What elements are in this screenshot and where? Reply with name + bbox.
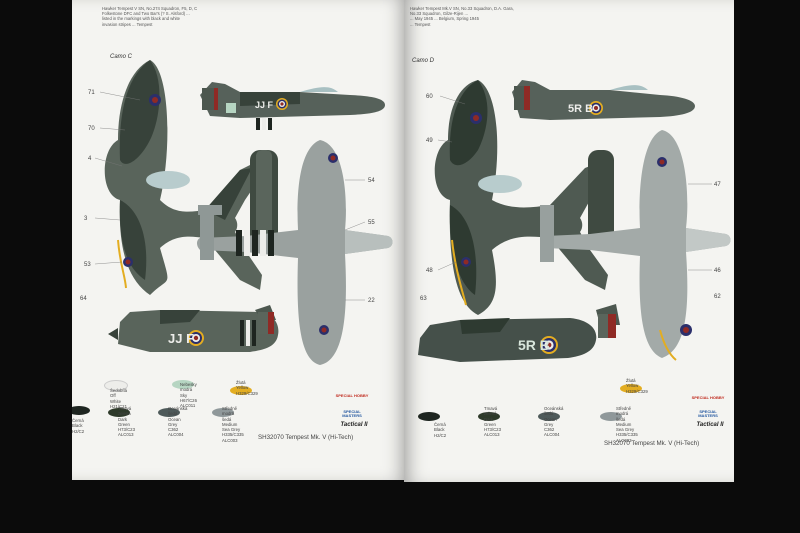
color-swatch (108, 408, 130, 417)
left-blurb: Hawker Tempest V SN, No.274 Squadron, F5… (102, 6, 198, 27)
callout-number: 54 (368, 178, 375, 184)
right-small-side-view-aircraft: 5R B (512, 80, 695, 120)
callout-number: 46 (714, 268, 721, 274)
right-bottom-view-aircraft (540, 130, 731, 361)
left-small-side-view-aircraft: JJ F (200, 82, 385, 130)
legend-label: Oceánská šedá Ocean Grey C362 ALC004 (544, 406, 564, 438)
legend-label: Černá Black H2/C2 (434, 422, 447, 438)
right-scheme-label: Camo D (412, 58, 435, 64)
callout-number: 48 (426, 268, 433, 274)
side-code-large: 5R B (518, 337, 550, 353)
right-large-side-view-aircraft: 5R B (418, 304, 620, 362)
legend-label: Tmavá zelená Dark Green H73/C23 ALC013 (118, 406, 135, 438)
callout-number: 4 (88, 156, 92, 162)
callout-number: 71 (88, 90, 95, 96)
legend-label: Středně modrá šedá Medium Sea Grey H335/… (222, 406, 244, 443)
callout-number: 63 (420, 296, 427, 302)
left-footer-title: SH32070 Tempest Mk. V (Hi-Tech) (258, 434, 354, 441)
callout-number: 47 (714, 182, 721, 188)
right-top-view-aircraft (434, 80, 614, 315)
callout-number: 3 (84, 216, 88, 222)
color-swatch (104, 380, 128, 391)
legend-label: Středně modrá šedá Medium Sea Grey H335/… (616, 406, 638, 443)
right-footer-title: SH32070 Tempest Mk. V (Hi-Tech) (604, 440, 700, 447)
special-hobby-logo: SPECIAL HOBBY (691, 395, 725, 400)
callout-number: 62 (714, 294, 721, 300)
callout-number: 60 (426, 94, 433, 100)
color-swatch (478, 412, 500, 421)
callout-numbers: 71 70 4 3 53 54 55 22 60 49 48 47 46 64 … (80, 90, 721, 304)
color-swatch (212, 408, 234, 417)
callout-number: 64 (80, 296, 87, 302)
callout-number: 70 (88, 126, 95, 132)
legend-label: Žlutá Yellow H329/C329 (626, 378, 648, 394)
callout-number: 55 (368, 220, 375, 226)
right-blurb: Hawker Tempest Mk.V SN, No.33 Squadron, … (410, 6, 514, 27)
special-hobby-logo: SPECIAL HOBBY (335, 393, 369, 398)
special-masters-logo: SPECIAL MASTERS (342, 409, 362, 419)
special-masters-logo: SPECIAL MASTERS (698, 409, 718, 419)
color-swatch (620, 384, 642, 393)
side-code-small: 5R B (568, 103, 593, 115)
callout-number: 22 (368, 298, 375, 304)
callout-number: 49 (426, 138, 433, 144)
color-swatch (538, 412, 560, 421)
color-swatch (158, 408, 180, 417)
legend-label: Černá Black H2/C2 (72, 418, 85, 434)
legend-label: Tmavá zelená Dark Green H73/C23 ALC013 (484, 406, 501, 438)
tactical-logo: Tactical II (696, 422, 724, 428)
color-swatch (600, 412, 622, 421)
left-bottom-view-aircraft (197, 140, 393, 365)
legend-label: Žlutá Yellow H329/C329 (236, 380, 258, 396)
callout-number: 53 (84, 262, 91, 268)
left-top-view-aircraft (104, 60, 278, 295)
left-large-side-view-aircraft: JJ F (108, 305, 279, 352)
color-swatch (230, 386, 252, 395)
color-swatch (72, 406, 90, 415)
color-swatch (418, 412, 440, 421)
color-swatch (172, 380, 194, 389)
legend-label: Nebesky modrá Sky H67/C26 ALC011 (180, 382, 197, 409)
left-scheme-label: Camo C (110, 54, 133, 60)
legend-label: Šedobílá Off White H21/C21 (110, 388, 127, 409)
callout-leader-lines (94, 91, 712, 301)
side-code-small: JJ F (255, 100, 274, 110)
side-code-large: JJ F (168, 331, 194, 346)
tactical-logo: Tactical II (340, 422, 368, 428)
legend-label: Oceánská šedá Ocean Grey C362 ALC004 (168, 406, 188, 438)
